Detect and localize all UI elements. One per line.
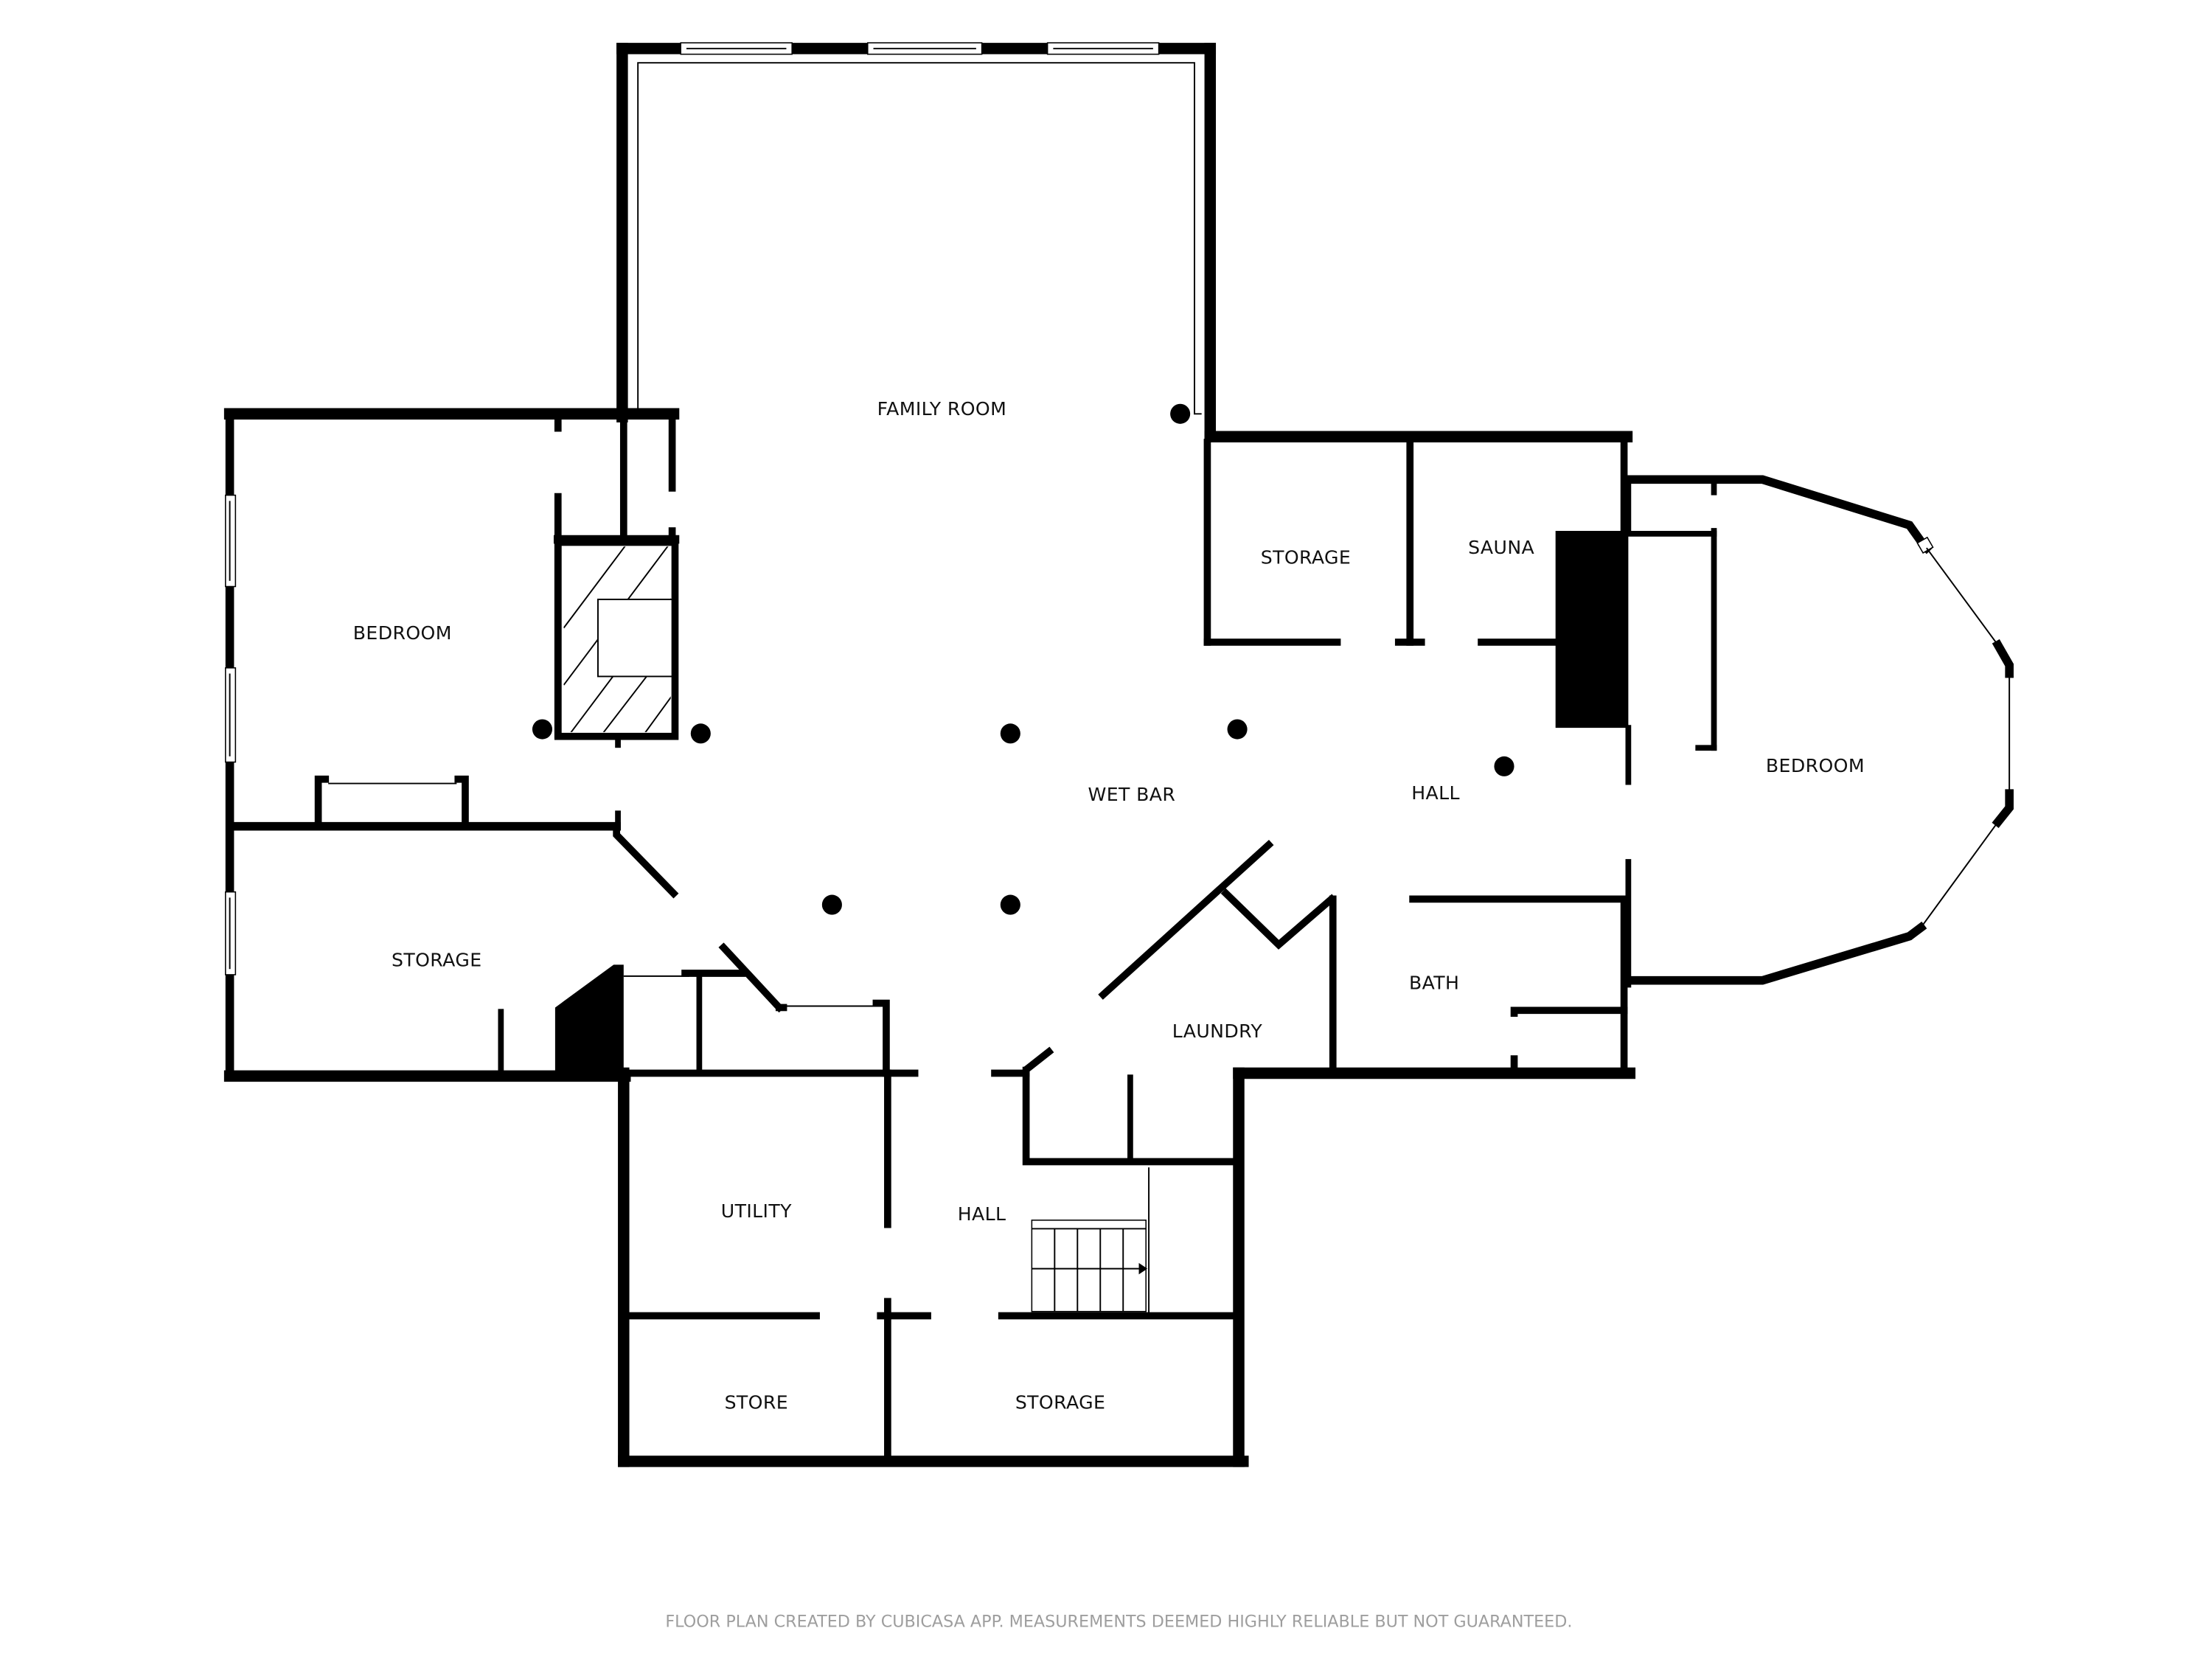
room-label-laundry: LAUNDRY bbox=[1172, 1020, 1263, 1042]
north-storage-sauna-walls bbox=[1203, 431, 1633, 728]
stairs-icon bbox=[1031, 1220, 1148, 1312]
column-icon bbox=[821, 894, 842, 915]
room-label-utility: UTILITY bbox=[721, 1200, 792, 1222]
south-wing-walls bbox=[618, 1067, 1249, 1467]
room-label-family-room: FAMILY ROOM bbox=[877, 398, 1007, 420]
room-label-wet-bar: WET BAR bbox=[1088, 784, 1175, 805]
room-label-bedroom-west: BEDROOM bbox=[353, 622, 452, 644]
room-label-bath: BATH bbox=[1409, 972, 1459, 993]
column-icon bbox=[1000, 723, 1020, 744]
column-icon bbox=[1227, 719, 1248, 740]
room-label-store: STORE bbox=[725, 1391, 788, 1413]
west-storage-walls bbox=[223, 822, 890, 1082]
room-label-sauna: SAUNA bbox=[1468, 537, 1534, 558]
family-room-walls bbox=[616, 42, 1217, 442]
column-icon bbox=[1170, 403, 1191, 424]
room-label-hall-east: HALL bbox=[1411, 782, 1460, 804]
room-label-hall-south: HALL bbox=[958, 1203, 1006, 1225]
fireplace-icon bbox=[554, 538, 679, 740]
east-bedroom-walls bbox=[1624, 475, 2014, 988]
room-label-bedroom-east: BEDROOM bbox=[1766, 755, 1865, 776]
stairs-arrow-icon bbox=[1138, 1262, 1148, 1275]
footer-disclaimer: FLOOR PLAN CREATED BY CUBICASA APP. MEAS… bbox=[665, 1612, 1572, 1631]
columns bbox=[532, 403, 1514, 915]
room-label-storage-north: STORAGE bbox=[1261, 547, 1351, 568]
column-icon bbox=[1000, 894, 1020, 915]
laundry-bath-walls bbox=[1022, 839, 1636, 1467]
column-icon bbox=[1494, 756, 1514, 776]
room-label-storage-south: STORAGE bbox=[1015, 1391, 1105, 1413]
column-icon bbox=[690, 723, 711, 744]
room-label-storage-west: STORAGE bbox=[392, 949, 481, 970]
column-icon bbox=[532, 719, 553, 740]
